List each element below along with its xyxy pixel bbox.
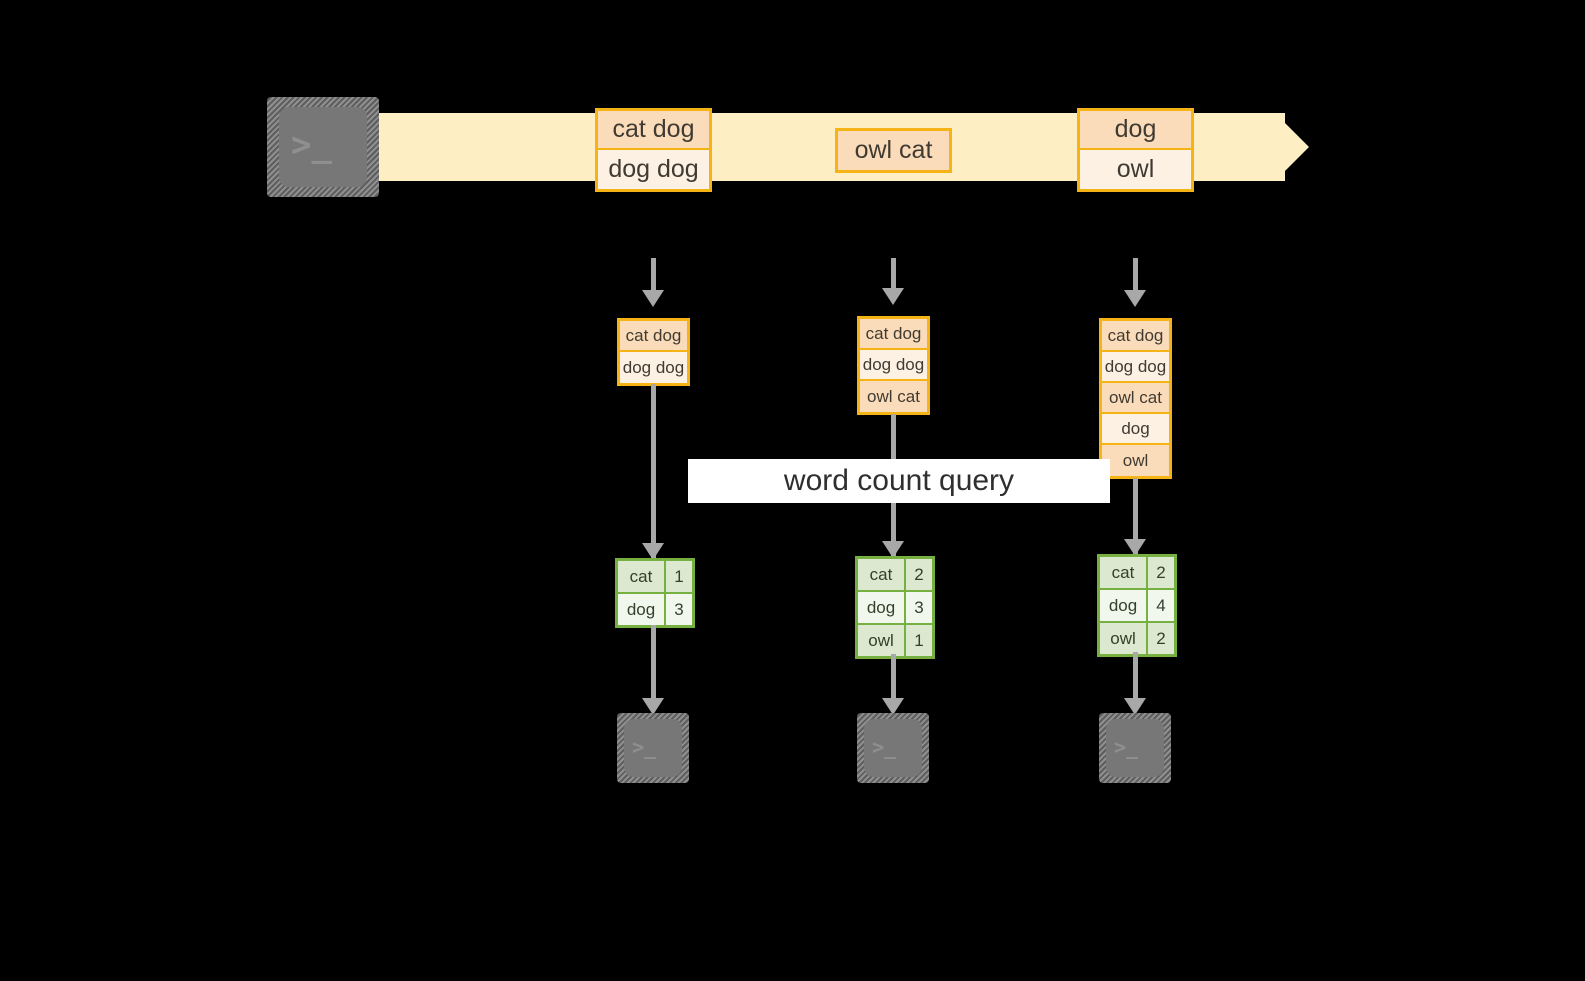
table-row: dog 4 bbox=[1100, 590, 1174, 623]
table-row: owl 1 bbox=[858, 625, 932, 656]
source-terminal-icon[interactable]: >_ bbox=[267, 97, 379, 197]
accumulated-record: owl cat bbox=[1102, 383, 1169, 414]
terminal-face: >_ bbox=[864, 719, 922, 777]
snapshot-1-sink-terminal-icon[interactable]: >_ bbox=[617, 713, 689, 783]
snapshot-3-accumulated[interactable]: cat dog dog dog owl cat dog owl bbox=[1099, 318, 1172, 479]
connector-stream-to-snapshot-2 bbox=[891, 258, 896, 290]
query-label: word count query bbox=[688, 459, 1110, 503]
terminal-face: >_ bbox=[624, 719, 682, 777]
accumulated-record: dog bbox=[1102, 414, 1169, 445]
count-cell: 3 bbox=[666, 594, 692, 625]
terminal-prompt-glyph: >_ bbox=[872, 735, 897, 759]
stream-record: owl bbox=[1080, 150, 1191, 189]
terminal-face: >_ bbox=[1106, 719, 1164, 777]
snapshot-3-result-table[interactable]: cat 2 dog 4 owl 2 bbox=[1097, 554, 1177, 657]
stream-arrowhead bbox=[1275, 113, 1309, 181]
count-cell: 3 bbox=[906, 592, 932, 623]
snapshot-1-result-table[interactable]: cat 1 dog 3 bbox=[615, 558, 695, 628]
count-cell: 1 bbox=[906, 625, 932, 656]
connector-stream-to-snapshot-1 bbox=[651, 258, 656, 292]
word-cell: dog bbox=[1100, 590, 1148, 621]
table-row: owl 2 bbox=[1100, 623, 1174, 654]
arrowhead-icon bbox=[882, 698, 904, 715]
accumulated-record: owl cat bbox=[860, 381, 927, 412]
arrowhead-icon bbox=[642, 543, 664, 560]
table-row: cat 2 bbox=[858, 559, 932, 592]
snapshot-1-accumulated[interactable]: cat dog dog dog bbox=[617, 318, 690, 386]
count-cell: 4 bbox=[1148, 590, 1174, 621]
snapshot-2-sink-terminal-icon[interactable]: >_ bbox=[857, 713, 929, 783]
table-row: cat 1 bbox=[618, 561, 692, 594]
count-cell: 2 bbox=[1148, 623, 1174, 654]
arrowhead-icon bbox=[882, 541, 904, 558]
snapshot-3-sink-terminal-icon[interactable]: >_ bbox=[1099, 713, 1171, 783]
arrowhead-icon bbox=[642, 698, 664, 715]
accumulated-record: cat dog bbox=[1102, 321, 1169, 352]
accumulated-record: dog dog bbox=[1102, 352, 1169, 383]
accumulated-record: owl bbox=[1102, 445, 1169, 476]
stream-record: dog dog bbox=[598, 150, 709, 189]
word-cell: cat bbox=[858, 559, 906, 590]
arrowhead-icon bbox=[1124, 290, 1146, 307]
stream-record: owl cat bbox=[838, 131, 949, 170]
stream-record: dog bbox=[1080, 111, 1191, 150]
accumulated-record: dog dog bbox=[620, 352, 687, 383]
connector-snapshot-1-to-result bbox=[651, 384, 656, 559]
accumulated-record: cat dog bbox=[620, 321, 687, 352]
arrowhead-icon bbox=[882, 288, 904, 305]
arrowhead-icon bbox=[642, 290, 664, 307]
word-cell: cat bbox=[1100, 557, 1148, 588]
stream-group-3[interactable]: dog owl bbox=[1077, 108, 1194, 192]
table-row: dog 3 bbox=[858, 592, 932, 625]
connector-result-1-to-sink bbox=[651, 625, 656, 703]
count-cell: 1 bbox=[666, 561, 692, 592]
snapshot-2-result-table[interactable]: cat 2 dog 3 owl 1 bbox=[855, 556, 935, 659]
terminal-face: >_ bbox=[279, 107, 367, 187]
connector-result-2-to-sink bbox=[891, 654, 896, 703]
connector-snapshot-3-to-result bbox=[1133, 478, 1138, 556]
terminal-prompt-glyph: >_ bbox=[632, 735, 657, 759]
accumulated-record: dog dog bbox=[860, 350, 927, 381]
word-cell: cat bbox=[618, 561, 666, 592]
connector-result-3-to-sink bbox=[1133, 652, 1138, 703]
count-cell: 2 bbox=[1148, 557, 1174, 588]
word-cell: owl bbox=[858, 625, 906, 656]
word-cell: owl bbox=[1100, 623, 1148, 654]
stream-group-2[interactable]: owl cat bbox=[835, 128, 952, 173]
table-row: cat 2 bbox=[1100, 557, 1174, 590]
arrowhead-icon bbox=[1124, 539, 1146, 556]
stream-record: cat dog bbox=[598, 111, 709, 150]
terminal-prompt-glyph: >_ bbox=[291, 125, 332, 165]
table-row: dog 3 bbox=[618, 594, 692, 625]
word-cell: dog bbox=[858, 592, 906, 623]
count-cell: 2 bbox=[906, 559, 932, 590]
arrowhead-icon bbox=[1124, 698, 1146, 715]
snapshot-2-accumulated[interactable]: cat dog dog dog owl cat bbox=[857, 316, 930, 415]
accumulated-record: cat dog bbox=[860, 319, 927, 350]
word-cell: dog bbox=[618, 594, 666, 625]
stream-group-1[interactable]: cat dog dog dog bbox=[595, 108, 712, 192]
connector-stream-to-snapshot-3 bbox=[1133, 258, 1138, 292]
terminal-prompt-glyph: >_ bbox=[1114, 735, 1139, 759]
